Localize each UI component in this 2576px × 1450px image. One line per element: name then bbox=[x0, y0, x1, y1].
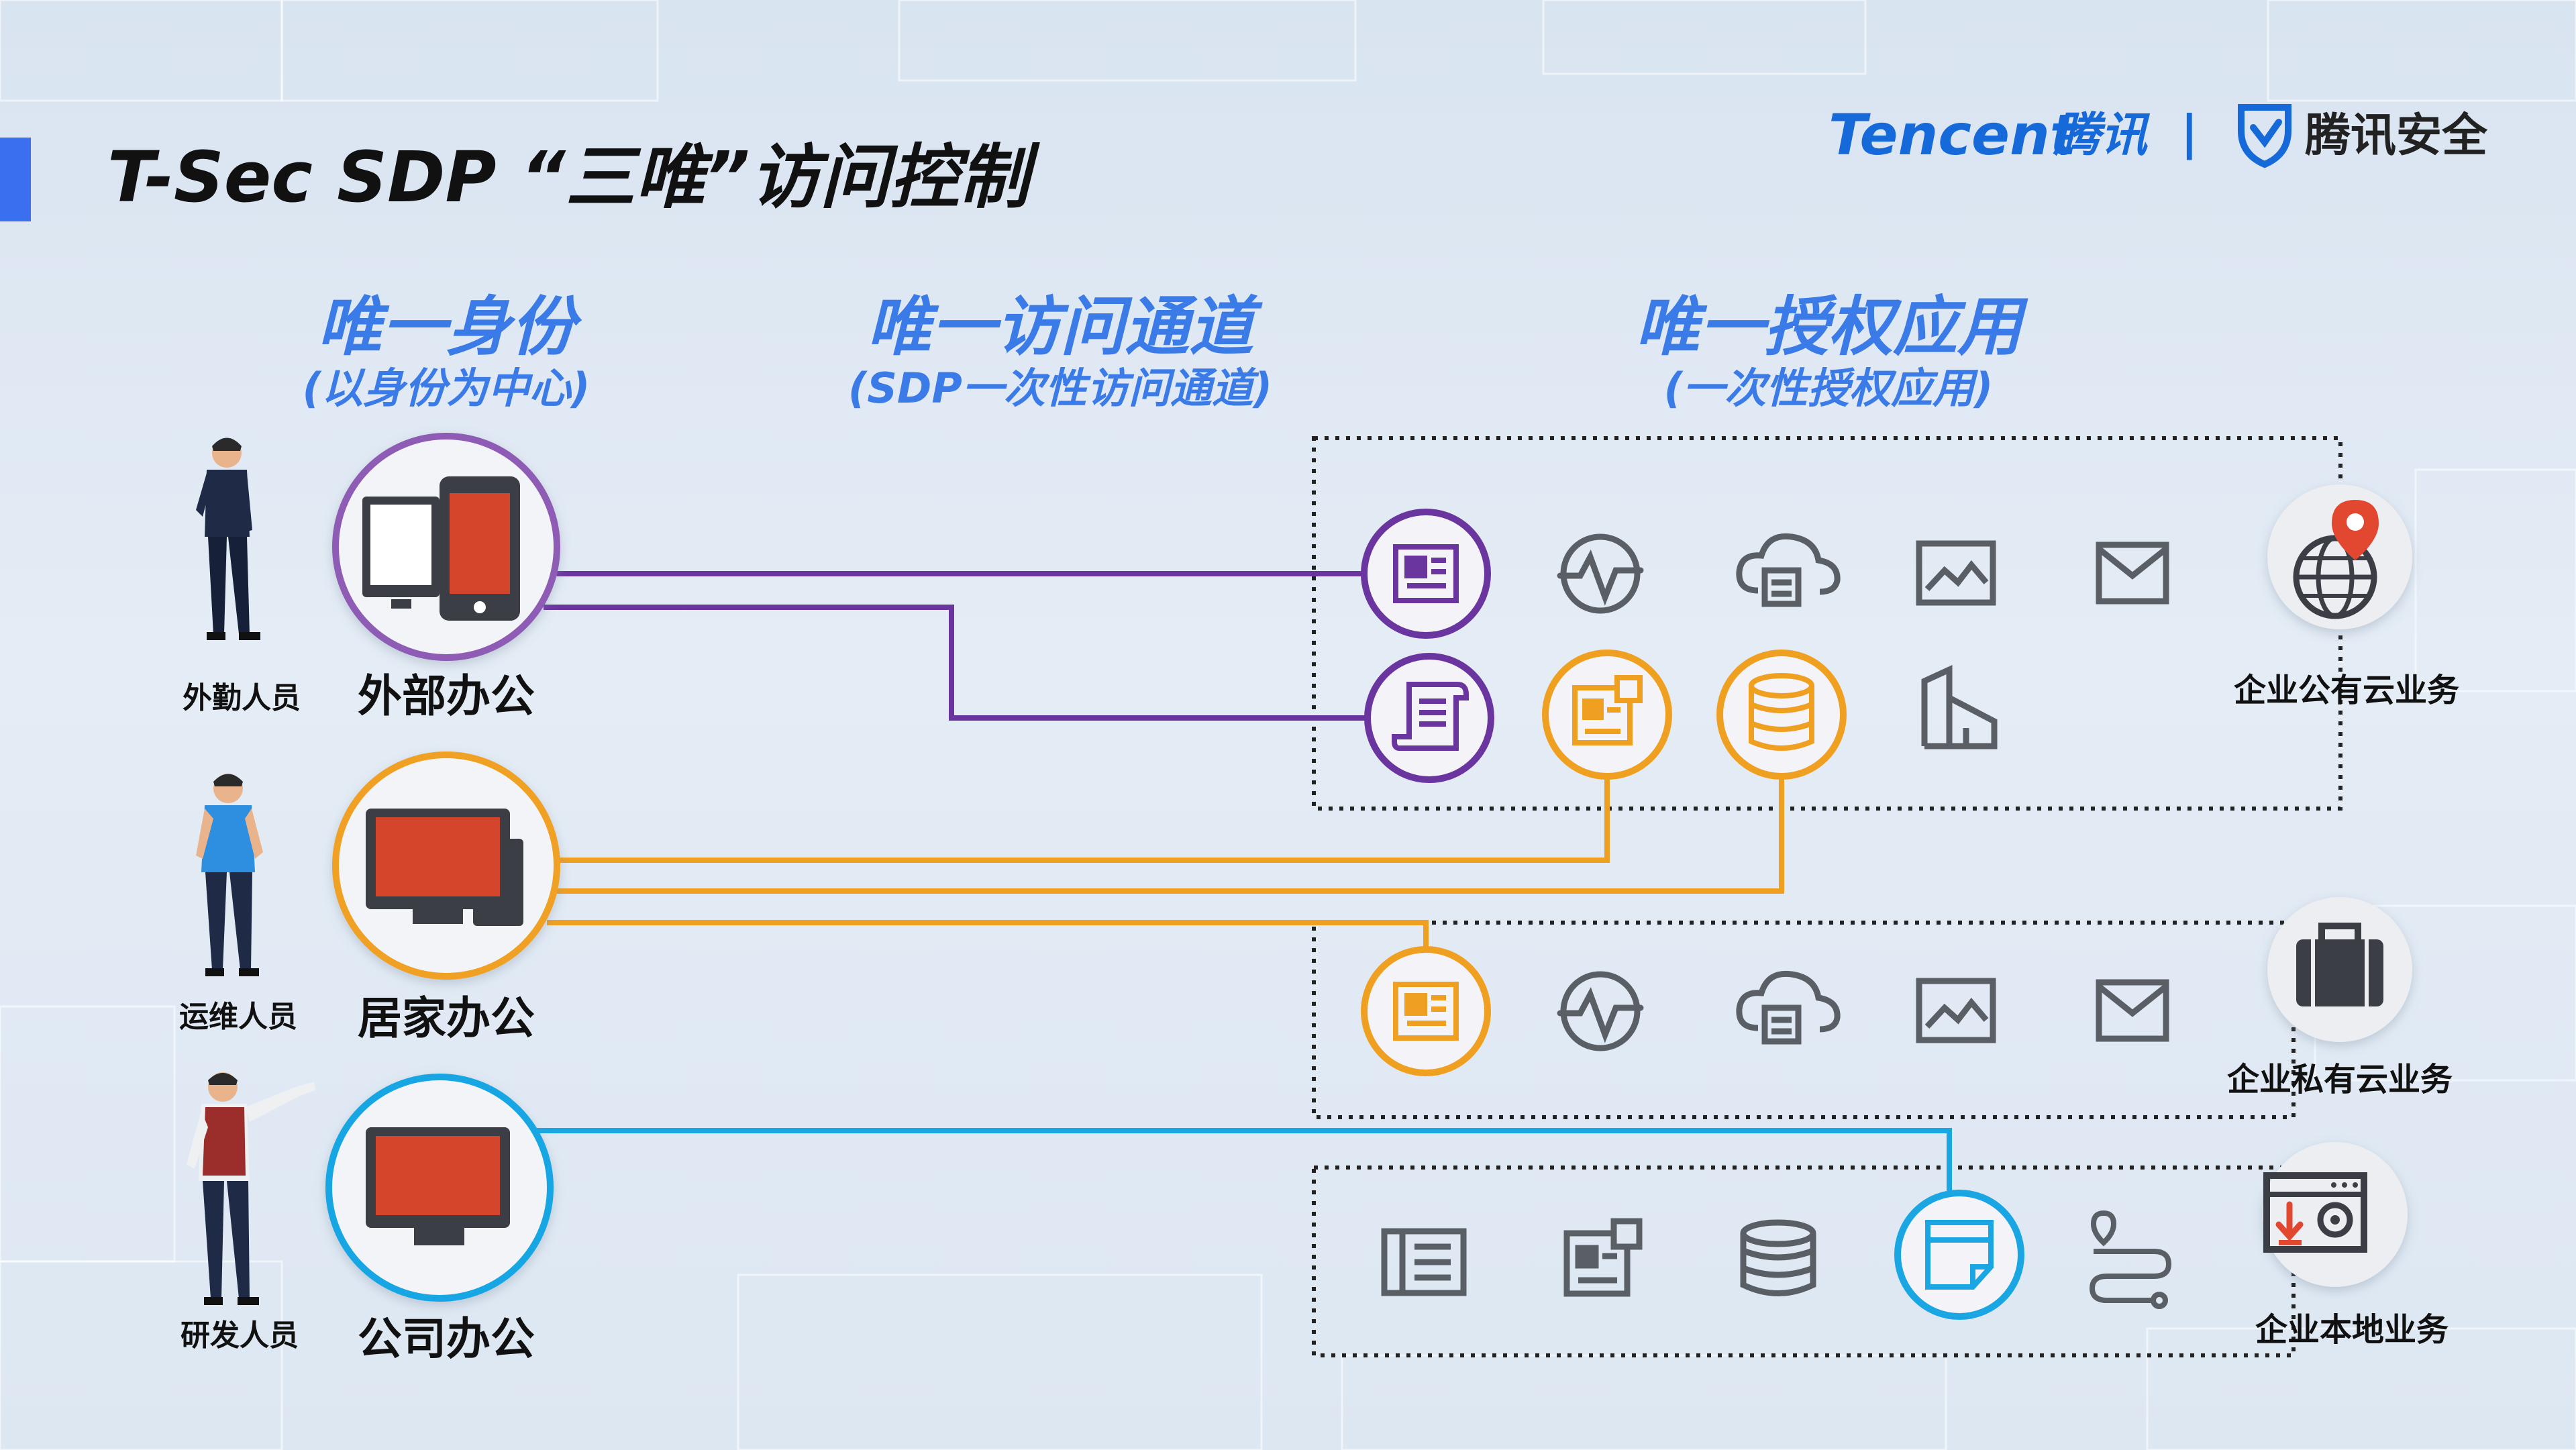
role-label-ops: 运维人员 bbox=[179, 1000, 297, 1034]
phone-and-desktop-icon bbox=[362, 476, 520, 621]
monitor-icon bbox=[366, 1127, 510, 1245]
zone-label-public: 企业公有云业务 bbox=[2234, 672, 2459, 709]
scroll-document-icon bbox=[1392, 682, 1469, 751]
public-cloud-zone-box bbox=[1312, 436, 2342, 811]
globe-location-icon bbox=[2293, 500, 2379, 619]
cloud-server-icon bbox=[1736, 533, 1841, 607]
column-title-channel: 唯一访问通道 bbox=[867, 289, 1263, 364]
channel-orange-3 bbox=[547, 920, 1429, 956]
public-app-database-highlighted[interactable] bbox=[1716, 650, 1847, 780]
id-card-icon bbox=[1572, 675, 1643, 745]
pulse-icon bbox=[1557, 971, 1644, 1051]
building-icon bbox=[1921, 664, 1998, 749]
note-icon bbox=[1925, 1220, 1994, 1290]
role-label-dev: 研发人员 bbox=[181, 1318, 299, 1353]
image-chart-icon bbox=[1916, 540, 1996, 606]
id-card-icon bbox=[1563, 1218, 1643, 1297]
field-staff-figure bbox=[196, 437, 260, 640]
scenario-label-home: 居家办公 bbox=[358, 992, 535, 1044]
local-app-note-highlighted[interactable] bbox=[1894, 1190, 2024, 1320]
database-icon bbox=[1740, 1219, 1816, 1296]
tencent-cn-logo: 腾讯 bbox=[2053, 107, 2151, 162]
column-subtitle-identity: (以身份为中心) bbox=[303, 364, 590, 413]
channel-cyan-1 bbox=[533, 1128, 1952, 1198]
access-channels bbox=[533, 571, 1952, 1198]
channel-orange-1 bbox=[557, 765, 1610, 863]
device-external-office bbox=[332, 433, 560, 661]
device-company-office bbox=[325, 1074, 554, 1302]
tencent-logo: Tencent bbox=[1828, 102, 2079, 168]
role-label-field: 外勤人员 bbox=[183, 681, 301, 715]
cloud-server-icon bbox=[1736, 970, 1841, 1045]
pulse-icon bbox=[1557, 533, 1644, 614]
page-title: T-Sec SDP “三唯”访问控制 bbox=[107, 136, 1041, 218]
column-headers: 唯一身份 (以身份为中心) 唯一访问通道 (SDP一次性访问通道) 唯一授权应用… bbox=[303, 289, 2028, 413]
title-accent-bar bbox=[0, 138, 31, 221]
public-cloud-zone[interactable] bbox=[2267, 484, 2412, 629]
mail-icon bbox=[2096, 979, 2169, 1042]
brand-area: Tencent 腾讯 | 腾讯安全 bbox=[1828, 102, 2488, 168]
channel-orange-2 bbox=[557, 765, 1784, 894]
public-app-document-highlighted[interactable] bbox=[1361, 509, 1491, 639]
document-icon bbox=[1393, 982, 1459, 1041]
document-icon bbox=[1393, 544, 1459, 603]
column-title-identity: 唯一身份 bbox=[317, 289, 582, 364]
column-subtitle-apps: (一次性授权应用) bbox=[1664, 364, 1994, 413]
database-icon bbox=[1749, 673, 1814, 751]
shield-icon bbox=[2238, 104, 2291, 168]
column-subtitle-channel: (SDP一次性访问通道) bbox=[848, 364, 1272, 413]
route-icon bbox=[2089, 1210, 2172, 1309]
security-brand-text: 腾讯安全 bbox=[2305, 109, 2488, 162]
public-app-idcard-highlighted[interactable] bbox=[1542, 650, 1672, 780]
local-zone[interactable] bbox=[2263, 1142, 2408, 1287]
dev-staff-figure bbox=[187, 1072, 315, 1305]
scenario-label-external: 外部办公 bbox=[358, 670, 535, 722]
private-app-document-highlighted[interactable] bbox=[1361, 946, 1491, 1076]
column-title-apps: 唯一授权应用 bbox=[1635, 289, 2028, 364]
zone-label-local: 企业本地业务 bbox=[2255, 1311, 2449, 1349]
mail-icon bbox=[2096, 541, 2169, 605]
private-cloud-zone[interactable] bbox=[2267, 897, 2412, 1042]
image-chart-icon bbox=[1916, 978, 1996, 1043]
brand-separator: | bbox=[2181, 105, 2198, 160]
ops-staff-figure bbox=[196, 774, 263, 976]
workstation-icon bbox=[366, 809, 523, 926]
briefcase-icon bbox=[2296, 923, 2383, 1006]
download-settings-icon bbox=[2263, 1172, 2367, 1253]
scenario-label-company: 公司办公 bbox=[358, 1313, 535, 1365]
zone-label-private: 企业私有云业务 bbox=[2227, 1061, 2453, 1098]
public-app-scroll-highlighted[interactable] bbox=[1364, 653, 1494, 783]
list-document-icon bbox=[1381, 1228, 1467, 1296]
channel-purple-2 bbox=[544, 605, 1372, 721]
device-home-office bbox=[332, 752, 560, 980]
